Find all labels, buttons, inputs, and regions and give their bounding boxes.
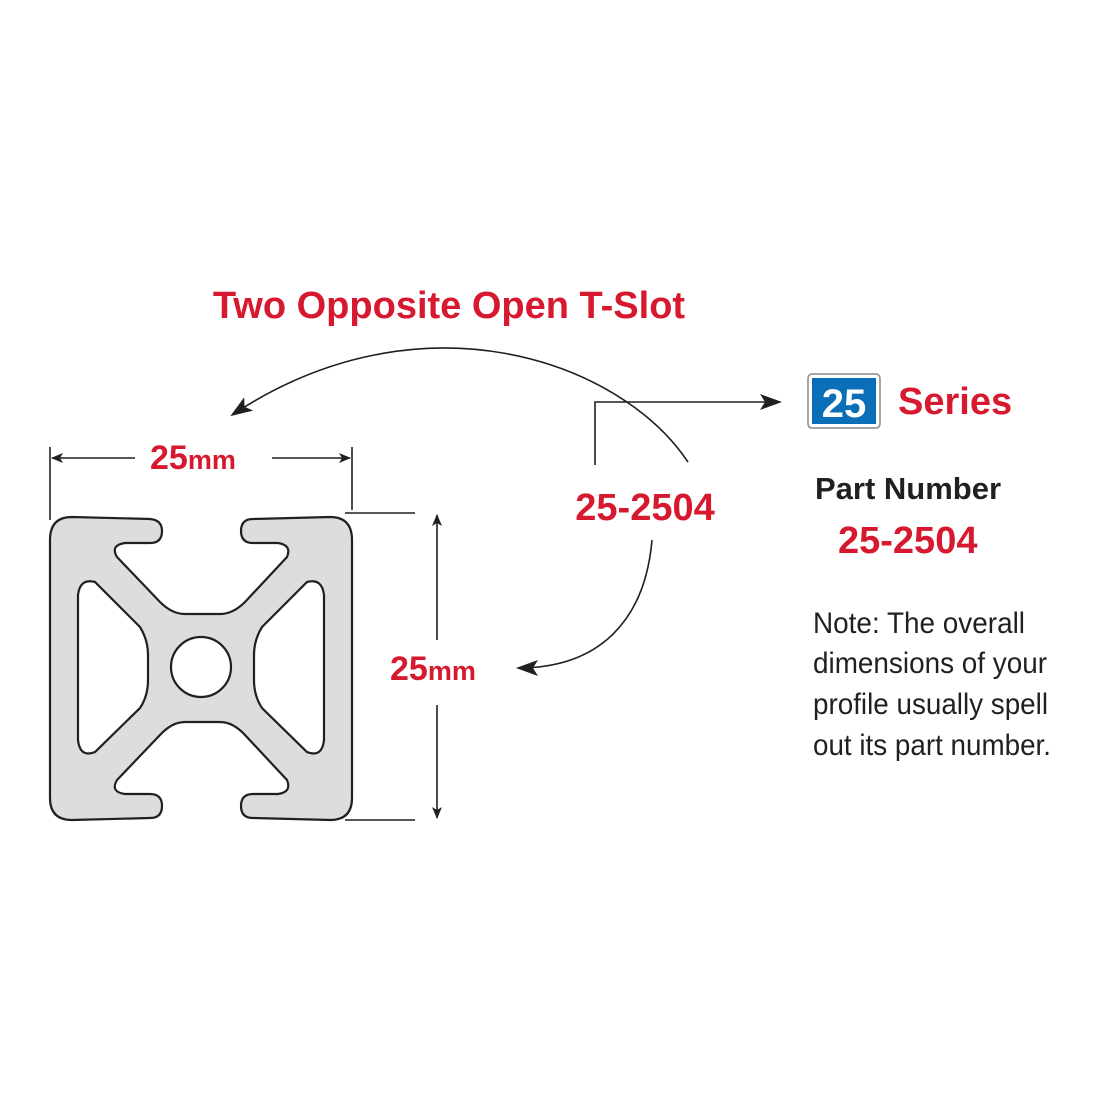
note-line: out its part number. <box>813 729 1051 762</box>
height-dimension-label: 25mm <box>390 650 476 688</box>
series-badge-number: 25 <box>822 382 867 426</box>
series-badge: 25 <box>807 373 881 429</box>
series-label: Series <box>898 381 1012 423</box>
width-dimension: 25mm <box>49 439 353 520</box>
note-line: profile usually spell <box>813 688 1048 721</box>
curved-arrow-to-height <box>516 539 653 676</box>
note: Note: The overall dimensions of your pro… <box>813 607 1051 762</box>
center-part-number: 25-2504 <box>575 487 714 529</box>
height-dimension: 25mm <box>345 512 476 821</box>
profile-title: Two Opposite Open T-Slot <box>213 285 686 327</box>
width-dimension-label: 25mm <box>150 439 236 477</box>
curved-arrow-to-profile <box>230 347 689 463</box>
note-line: dimensions of your <box>813 647 1047 680</box>
extrusion-profile-cross-section <box>48 515 354 822</box>
part-number-label: Part Number <box>815 471 1001 506</box>
note-line: Note: The overall <box>813 607 1025 640</box>
part-number-value: 25-2504 <box>838 520 977 562</box>
bracket-arrow-to-series <box>594 394 782 465</box>
